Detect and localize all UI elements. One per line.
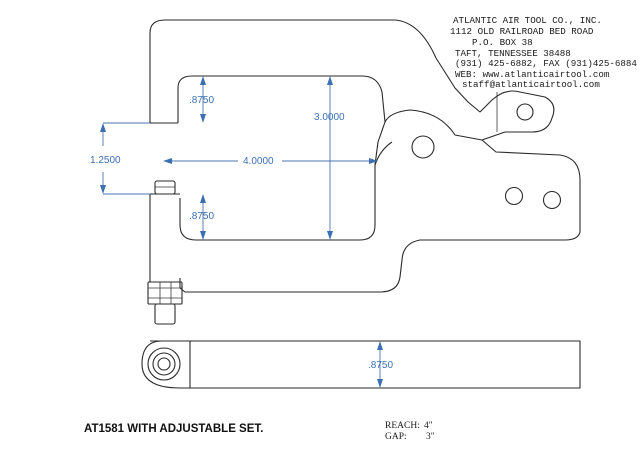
dim-opening: 1.2500 — [90, 155, 121, 166]
pivot-hole — [411, 135, 435, 159]
company-name: ATLANTIC AIR TOOL CO., INC. — [453, 15, 602, 26]
company-city: TAFT, TENNESSEE 38488 — [455, 48, 571, 59]
dim-lower-jaw: .8750 — [189, 211, 214, 222]
dim-reach: 4.0000 — [243, 156, 274, 167]
nut-circle-outer — [147, 347, 181, 381]
pivot-lobe — [384, 109, 483, 141]
company-phone: (931) 425-6882, FAX (931)425-6884 — [455, 58, 637, 69]
handle-edge — [374, 141, 393, 166]
company-block: ATLANTIC AIR TOOL CO., INC. 1112 OLD RAI… — [450, 15, 637, 90]
company-web: WEB: www.atlanticairtool.com — [455, 69, 610, 80]
handle-hole-left — [504, 186, 524, 206]
gap-label: GAP: — [385, 432, 407, 442]
ear-hole — [516, 103, 534, 121]
handle-hole-right — [542, 190, 562, 210]
yoke-bottom-view — [141, 340, 581, 389]
yoke-side-view — [149, 19, 581, 293]
bottom-view-outline — [141, 340, 581, 389]
hex-nut — [147, 281, 183, 305]
dimension-lines — [100, 76, 383, 388]
adjustable-set — [147, 180, 183, 325]
yoke-outer-outline — [149, 19, 581, 293]
part-label: AT1581 WITH ADJUSTABLE SET. — [84, 423, 263, 435]
reach-value: 4" — [424, 421, 433, 431]
yoke-inner-outline — [177, 75, 386, 241]
dim-upper-jaw: .8750 — [189, 95, 214, 106]
nut-circle-mid — [152, 352, 176, 376]
gap-value: 3" — [426, 432, 435, 442]
dim-bottom-view: .8750 — [368, 360, 393, 371]
company-address-1: 1112 OLD RAILROAD BED ROAD — [450, 26, 594, 37]
set-screw-head — [154, 180, 176, 195]
company-email: staff@atlanticairtool.com — [462, 79, 600, 90]
threaded-stud — [154, 303, 176, 325]
company-address-2: P.O. BOX 38 — [472, 37, 533, 48]
reach-label: REACH: — [385, 421, 420, 431]
dim-throat-depth: 3.0000 — [314, 112, 345, 123]
nut-circle-inner — [157, 357, 171, 371]
